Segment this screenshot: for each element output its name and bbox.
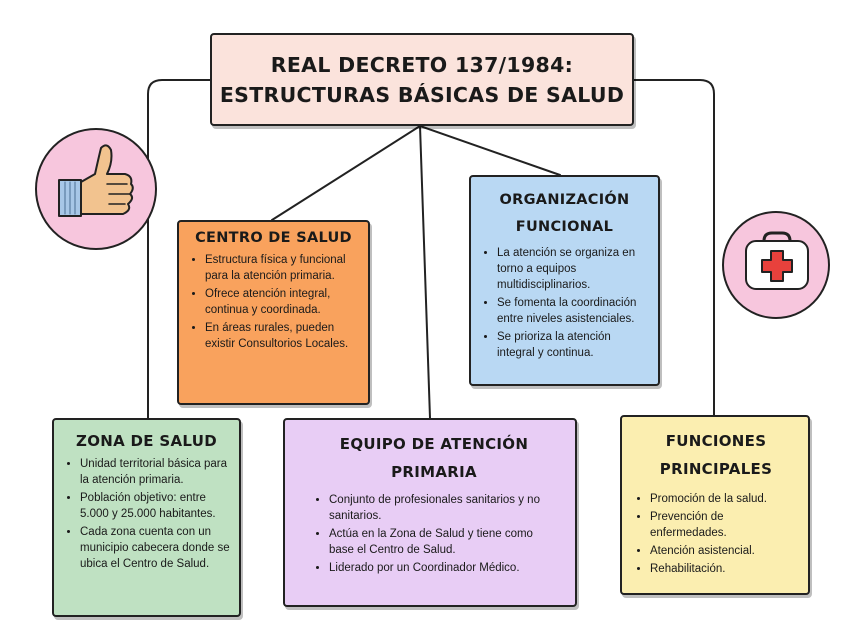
title-line-2: ESTRUCTURAS BÁSICAS DE SALUD bbox=[219, 82, 625, 107]
list-item: Unidad territorial básica para la atenci… bbox=[80, 456, 231, 488]
list-item: Estructura física y funcional para la at… bbox=[205, 252, 360, 284]
page-title: REAL DECRETO 137/1984: ESTRUCTURAS BÁSIC… bbox=[212, 50, 632, 110]
organizacion-list: La atención se organiza en torno a equip… bbox=[479, 245, 650, 361]
funciones-heading: FUNCIONES PRINCIPALES bbox=[659, 432, 773, 478]
list-item: Prevención de enfermedades. bbox=[650, 509, 800, 541]
list-item: Se fomenta la coordinación entre niveles… bbox=[497, 295, 650, 327]
list-item: Se prioriza la atención integral y conti… bbox=[497, 329, 650, 361]
centro-salud-list: Estructura física y funcional para la at… bbox=[187, 252, 360, 352]
list-item: Población objetivo: entre 5.000 y 25.000… bbox=[80, 490, 231, 522]
list-item: En áreas rurales, pueden existir Consult… bbox=[205, 320, 360, 352]
list-item: Liderado por un Coordinador Médico. bbox=[329, 560, 557, 576]
list-item: Rehabilitación. bbox=[650, 561, 800, 577]
organizacion-funcional-card: ORGANIZACIÓN FUNCIONAL La atención se or… bbox=[469, 175, 660, 386]
connector-equipo bbox=[419, 125, 431, 419]
list-item: Ofrece atención integral, continua y coo… bbox=[205, 286, 360, 318]
connector-centro bbox=[271, 125, 421, 221]
zona-salud-card: ZONA DE SALUD Unidad territorial básica … bbox=[52, 418, 241, 617]
zona-salud-heading: ZONA DE SALUD bbox=[76, 432, 217, 450]
list-item: Actúa en la Zona de Salud y tiene como b… bbox=[329, 526, 557, 558]
thumbs-up-icon bbox=[58, 144, 134, 217]
list-item: Cada zona cuenta con un municipio cabece… bbox=[80, 524, 231, 572]
organizacion-heading: ORGANIZACIÓN FUNCIONAL bbox=[499, 192, 630, 235]
zona-salud-list: Unidad territorial básica para la atenci… bbox=[62, 456, 231, 572]
equipo-list: Conjunto de profesionales sanitarios y n… bbox=[311, 492, 557, 576]
centro-salud-card: CENTRO DE SALUD Estructura física y func… bbox=[177, 220, 370, 405]
list-item: Atención asistencial. bbox=[650, 543, 800, 559]
thumbs-up-badge bbox=[35, 128, 157, 250]
centro-salud-heading: CENTRO DE SALUD bbox=[195, 230, 352, 246]
first-aid-kit-icon bbox=[745, 231, 809, 290]
funciones-principales-card: FUNCIONES PRINCIPALES Promoción de la sa… bbox=[620, 415, 810, 595]
equipo-atencion-primaria-card: EQUIPO DE ATENCIÓN PRIMARIA Conjunto de … bbox=[283, 418, 577, 607]
connector-zona bbox=[147, 79, 211, 421]
connector-organizacion bbox=[419, 125, 561, 176]
first-aid-kit-badge bbox=[722, 211, 830, 319]
equipo-heading: EQUIPO DE ATENCIÓN PRIMARIA bbox=[339, 435, 529, 481]
funciones-list: Promoción de la salud. Prevención de enf… bbox=[632, 491, 800, 577]
title-box: REAL DECRETO 137/1984: ESTRUCTURAS BÁSIC… bbox=[210, 33, 634, 126]
list-item: Promoción de la salud. bbox=[650, 491, 800, 507]
list-item: La atención se organiza en torno a equip… bbox=[497, 245, 650, 293]
list-item: Conjunto de profesionales sanitarios y n… bbox=[329, 492, 557, 524]
connector-funciones bbox=[633, 79, 715, 417]
title-line-1: REAL DECRETO 137/1984: bbox=[270, 52, 574, 77]
